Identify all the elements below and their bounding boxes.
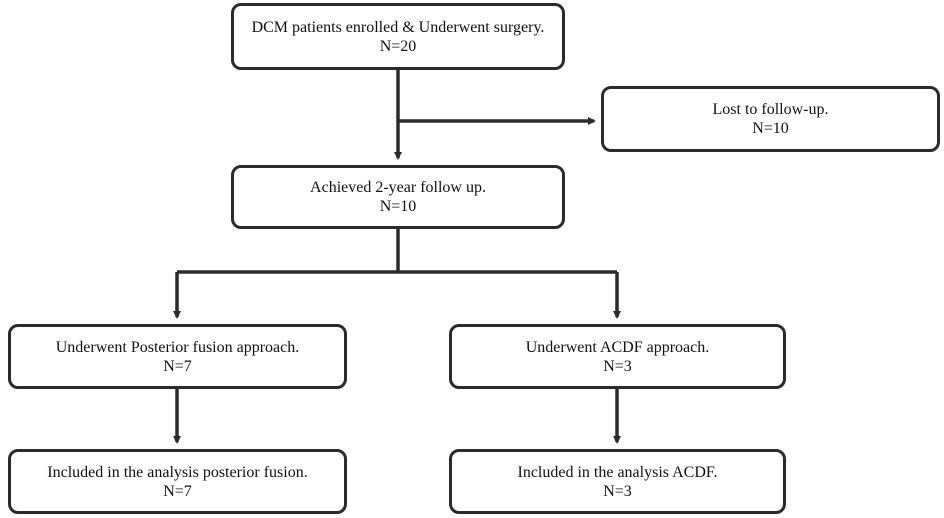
- box-acdf-included-count: N=3: [603, 482, 632, 500]
- box-lost-count: N=10: [752, 120, 789, 137]
- box-enrolled-count: N=20: [379, 37, 417, 55]
- box-followup: Achieved 2-year follow up. N=10: [231, 165, 565, 229]
- box-posterior-included-title: Included in the analysis posterior fusio…: [47, 463, 308, 481]
- box-posterior-count: N=7: [163, 357, 192, 375]
- box-enrolled: DCM patients enrolled & Underwent surger…: [231, 3, 565, 70]
- box-acdf-included-title: Included in the analysis ACDF.: [517, 463, 718, 481]
- box-posterior-included: Included in the analysis posterior fusio…: [8, 449, 347, 514]
- box-posterior-title: Underwent Posterior fusion approach.: [55, 338, 300, 356]
- box-acdf: Underwent ACDF approach. N=3: [449, 324, 786, 389]
- box-posterior-fusion: Underwent Posterior fusion approach. N=7: [8, 324, 347, 389]
- box-acdf-included: Included in the analysis ACDF. N=3: [449, 449, 786, 514]
- box-lost-to-followup: Lost to follow-up. N=10: [601, 86, 940, 152]
- box-enrolled-title: DCM patients enrolled & Underwent surger…: [251, 18, 545, 36]
- box-acdf-title: Underwent ACDF approach.: [525, 338, 710, 356]
- box-followup-count: N=10: [379, 198, 417, 215]
- box-posterior-included-count: N=7: [163, 482, 192, 500]
- box-acdf-count: N=3: [603, 357, 632, 375]
- box-lost-title: Lost to follow-up.: [712, 101, 829, 118]
- box-followup-title: Achieved 2-year follow up.: [310, 179, 486, 196]
